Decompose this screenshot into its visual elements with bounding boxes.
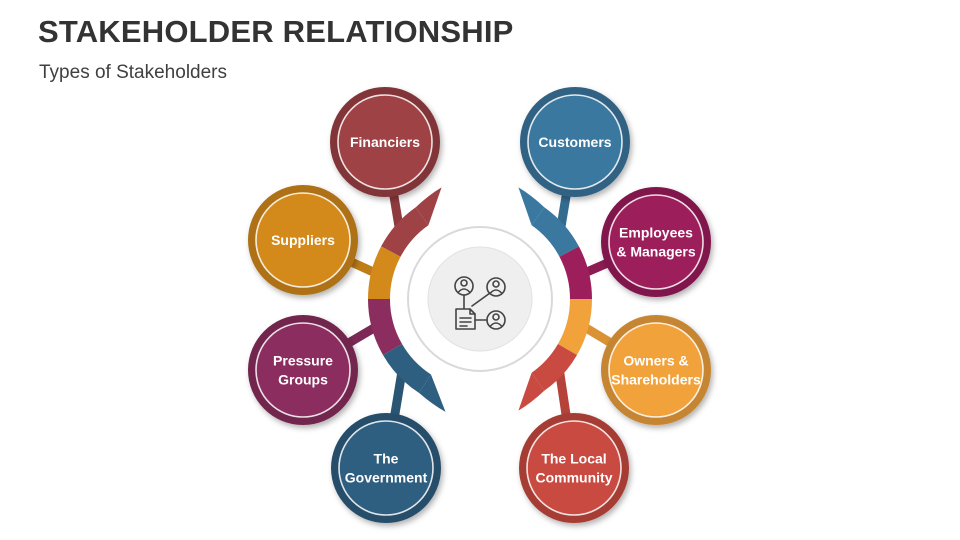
owners-shareholders-ring-segment	[557, 299, 592, 355]
suppliers-ring-segment	[368, 246, 401, 299]
the-government-label-line-1: The	[374, 451, 399, 467]
stakeholder-nodes-layer: FinanciersSuppliersPressureGroupsTheGove…	[248, 87, 711, 523]
the-government-ring-segment	[383, 344, 431, 393]
the-government-label-line-2: Government	[345, 470, 428, 486]
financiers-label-line-1: Financiers	[350, 134, 420, 150]
owners-shareholders-label-line-1: Owners &	[623, 353, 688, 369]
right-top-wing	[518, 187, 545, 226]
customers-node-inner	[527, 94, 623, 190]
pressure-groups-node-inner	[255, 322, 351, 418]
center-ring	[368, 187, 592, 412]
suppliers-node: Suppliers	[248, 185, 358, 295]
financiers-node-inner	[337, 94, 433, 190]
stakeholder-network-icon	[454, 276, 506, 330]
the-local-community-label-line-1: The Local	[541, 451, 606, 467]
slide-subtitle: Types of Stakeholders	[39, 62, 227, 83]
employees-managers-node: Employees & Managers	[601, 187, 711, 297]
the-local-community-ring-segment	[531, 344, 577, 391]
customers-ring-segment	[531, 207, 579, 257]
owners-shareholders-node: Owners & Shareholders	[601, 315, 711, 425]
left-top-wing	[415, 187, 442, 226]
owners-shareholders-node-inner	[608, 322, 704, 418]
center-inner-circle	[427, 246, 533, 352]
pressure-groups-label-line-1: Pressure	[273, 353, 333, 369]
customers-label-line-1: Customers	[538, 134, 611, 150]
pressure-groups-ring-segment	[368, 299, 403, 355]
owners-shareholders-label-line-2: Shareholders	[611, 372, 701, 388]
suppliers-label-line-1: Suppliers	[271, 232, 335, 248]
the-government-node-inner	[338, 420, 434, 516]
suppliers-node-inner	[255, 192, 351, 288]
employees-managers-node-inner	[608, 194, 704, 290]
financiers-ring-segment	[381, 207, 429, 257]
right-bottom-wing	[518, 372, 545, 411]
customers-node: Customers	[520, 87, 630, 197]
left-bottom-wing	[419, 374, 446, 412]
financiers-node: Financiers	[330, 87, 440, 197]
employees-managers-label-line-1: Employees	[619, 225, 693, 241]
employees-managers-ring-segment	[559, 246, 592, 299]
slide-title: STAKEHOLDER RELATIONSHIP	[38, 14, 514, 49]
pressure-groups-label-line-2: Groups	[278, 372, 328, 388]
the-local-community-node-inner	[526, 420, 622, 516]
center-hub	[407, 226, 553, 372]
the-local-community-label-line-2: Community	[536, 470, 613, 486]
employees-managers-label-line-2: & Managers	[616, 244, 696, 260]
